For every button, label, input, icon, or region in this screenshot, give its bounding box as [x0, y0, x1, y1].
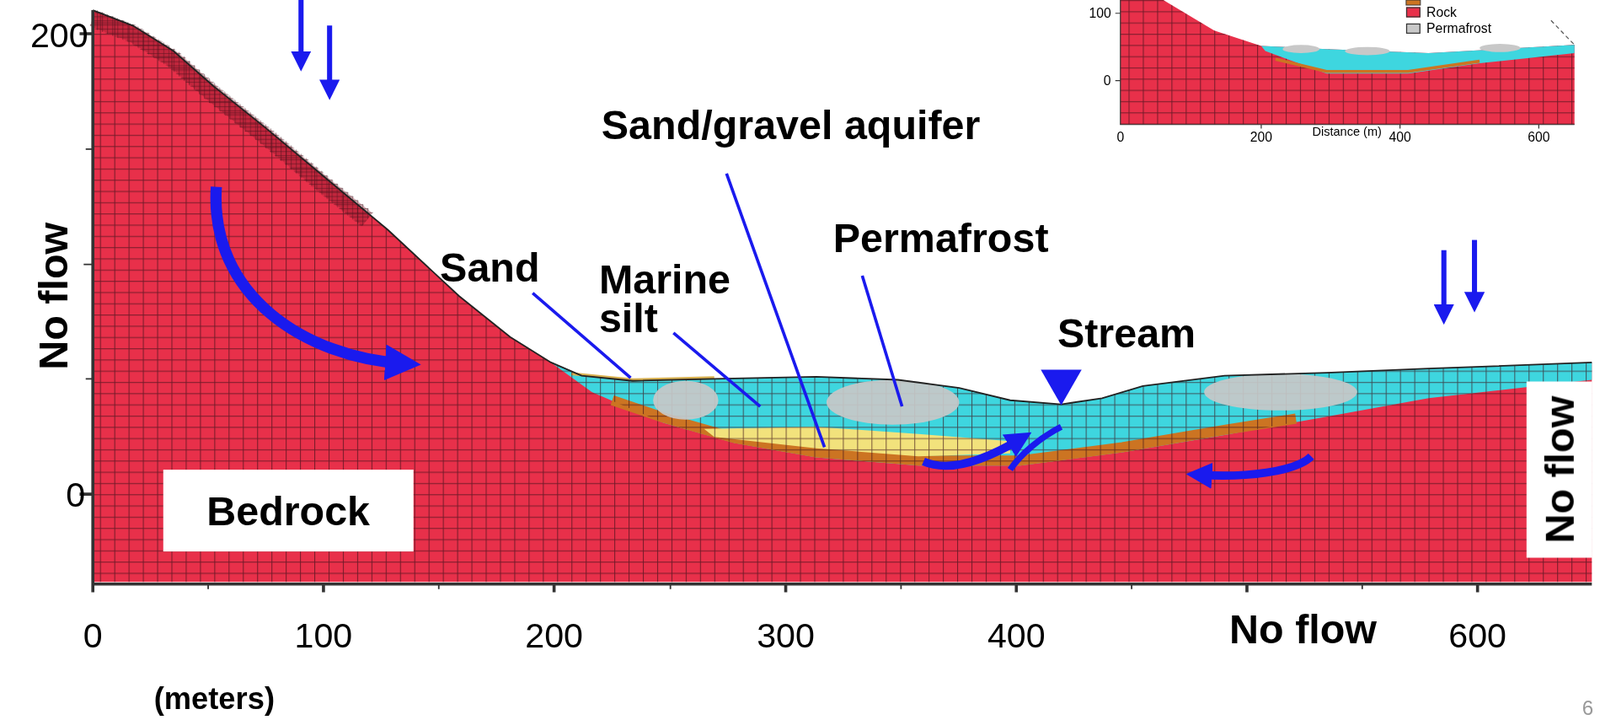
permafrost-lens: [826, 379, 959, 425]
map-label: Stream: [1057, 312, 1196, 354]
map-label: Marine silt: [599, 259, 753, 338]
inset-label: 200: [1250, 129, 1273, 144]
map-label: No flow: [1229, 608, 1377, 649]
legend-text: Permafrost: [1426, 21, 1492, 36]
map-label: 0: [65, 476, 86, 512]
map-label: 200: [30, 17, 89, 53]
inset-label: 600: [1527, 129, 1550, 144]
marine-silt: [551, 362, 1592, 466]
inset-label: 100: [1088, 6, 1111, 21]
map-label: 300: [756, 617, 815, 653]
map-label: 200: [524, 617, 584, 653]
inset-figure: [1069, 0, 1600, 144]
inset-label: 0: [1116, 129, 1124, 144]
stream-symbol: [1040, 369, 1081, 405]
axis-minor-ticks: [83, 149, 1363, 589]
map-label: Sand/gravel aquifer: [601, 104, 981, 145]
boundary-label: No flow: [32, 222, 74, 370]
map-label: 0: [83, 617, 103, 653]
label-box: Bedrock: [163, 469, 414, 552]
dense-mesh: [92, 18, 368, 220]
legend-swatch: [1406, 23, 1421, 34]
map-label: 100: [294, 617, 354, 653]
map-label: Sand: [439, 246, 540, 288]
legend-text: Rock: [1426, 5, 1457, 20]
map-label: 600: [1448, 617, 1507, 653]
permafrost-lens: [652, 380, 719, 420]
inset-label: Distance (m): [1311, 125, 1381, 139]
leader-lines: [532, 173, 902, 448]
inset-label: 0: [1103, 74, 1112, 88]
permafrost-lens: [1204, 373, 1358, 411]
box-text: Bedrock: [206, 486, 370, 533]
map-label: Permafrost: [833, 217, 1049, 258]
boundary-label: No flow: [1526, 381, 1593, 558]
map-label: 400: [987, 617, 1046, 653]
map-label: (meters): [154, 682, 275, 713]
inset-label: 400: [1388, 129, 1411, 144]
ground-surface: [92, 10, 1592, 404]
dense-mesh-shade: [92, 18, 368, 220]
silt-mesh: [551, 362, 1592, 466]
legend-swatch: [1406, 6, 1421, 17]
map-label: 6: [1582, 696, 1594, 718]
